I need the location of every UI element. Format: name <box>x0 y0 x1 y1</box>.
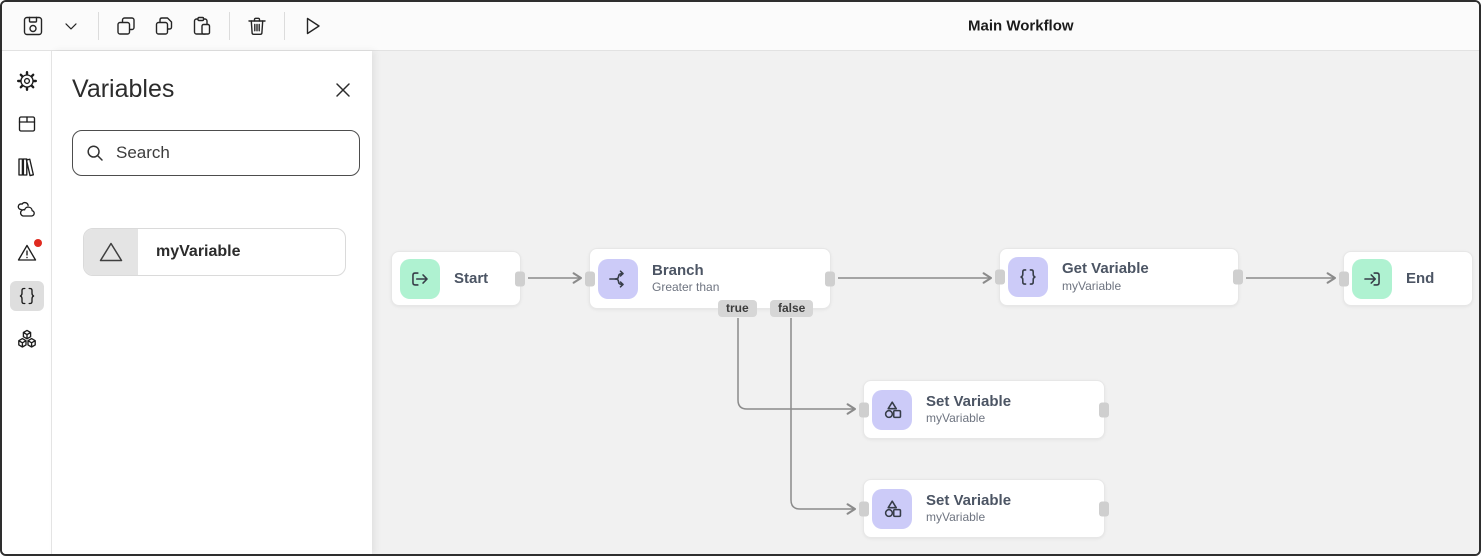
save-icon <box>23 16 43 36</box>
input-port[interactable] <box>995 269 1005 285</box>
delete-icon <box>248 17 266 36</box>
output-port[interactable] <box>825 271 835 286</box>
node-set-variable-false[interactable]: Set Variable myVariable <box>859 479 1109 538</box>
output-port[interactable] <box>1233 269 1243 285</box>
output-port[interactable] <box>1099 402 1109 417</box>
save-button[interactable] <box>17 10 49 42</box>
edge-branch-true <box>737 318 857 415</box>
end-icon <box>1352 258 1392 299</box>
curly-braces-icon <box>1008 257 1048 297</box>
node-title: Get Variable <box>1062 260 1149 278</box>
branch-false-port[interactable]: false <box>770 300 814 317</box>
curly-braces-icon <box>19 287 34 305</box>
rail-item-settings[interactable] <box>10 66 44 96</box>
search-box <box>72 130 360 176</box>
node-title: Set Variable <box>926 392 1012 410</box>
variable-type-badge <box>84 229 138 275</box>
input-port[interactable] <box>1339 271 1349 286</box>
toolbar-separator <box>229 12 230 40</box>
run-icon <box>306 17 320 35</box>
rail-item-library[interactable] <box>10 152 44 182</box>
variable-name: myVariable <box>156 243 241 260</box>
node-title: End <box>1406 269 1435 287</box>
duplicate-icon <box>117 17 135 35</box>
chevron-down-icon <box>65 23 77 30</box>
node-subtitle: myVariable <box>926 411 986 426</box>
panel-close-button[interactable] <box>332 80 354 102</box>
edge-branch-false <box>790 318 857 515</box>
rail-item-cloud[interactable] <box>10 195 44 225</box>
node-title: Branch <box>652 261 704 279</box>
copy-button[interactable] <box>148 10 180 42</box>
node-title: Set Variable <box>926 491 1012 509</box>
close-icon <box>336 83 350 97</box>
panel-title: Variables <box>72 75 175 103</box>
node-end[interactable]: End <box>1339 251 1473 306</box>
library-icon <box>17 158 34 177</box>
search-icon <box>87 145 103 161</box>
input-port[interactable] <box>859 402 869 417</box>
triangle-icon <box>99 242 123 262</box>
blocks-icon <box>17 329 36 348</box>
toolbar-separator <box>98 12 99 40</box>
left-icon-rail <box>2 51 52 554</box>
delete-button[interactable] <box>241 10 273 42</box>
node-subtitle: myVariable <box>1062 278 1122 293</box>
rail-item-blocks[interactable] <box>10 324 44 354</box>
copy-icon <box>155 17 173 35</box>
rail-item-toolbox[interactable] <box>10 109 44 139</box>
toolbar-separator <box>284 12 285 40</box>
variables-panel: Variables myVariable <box>52 51 372 554</box>
shapes-icon <box>872 389 912 430</box>
node-start[interactable]: Start <box>391 251 525 306</box>
workflow-canvas[interactable]: Start Branch Greater than <box>372 51 1479 554</box>
input-port[interactable] <box>859 501 869 516</box>
warning-badge <box>33 239 42 247</box>
save-options-button[interactable] <box>55 10 87 42</box>
node-subtitle: Greater than <box>652 280 720 295</box>
paste-icon <box>193 16 211 35</box>
input-port[interactable] <box>585 271 595 286</box>
node-set-variable-true[interactable]: Set Variable myVariable <box>859 380 1109 439</box>
node-get-variable[interactable]: Get Variable myVariable <box>995 248 1243 306</box>
cloud-icon <box>17 202 35 217</box>
variable-list-item[interactable]: myVariable <box>83 228 346 276</box>
output-port[interactable] <box>1099 501 1109 516</box>
start-icon <box>400 258 440 299</box>
workflow-title: Main Workflow <box>968 17 1074 35</box>
paste-button[interactable] <box>186 10 218 42</box>
branch-icon <box>598 258 638 299</box>
shapes-icon <box>872 488 912 529</box>
run-button[interactable] <box>296 10 328 42</box>
node-title: Start <box>454 269 489 287</box>
search-input[interactable] <box>114 142 347 164</box>
warning-triangle-icon <box>17 244 36 261</box>
branch-true-port[interactable]: true <box>718 300 757 317</box>
settings-icon <box>16 71 37 91</box>
rail-item-warnings[interactable] <box>10 238 44 268</box>
node-subtitle: myVariable <box>926 510 986 525</box>
duplicate-button[interactable] <box>110 10 142 42</box>
toolbox-icon <box>18 116 35 132</box>
node-branch[interactable]: Branch Greater than true false <box>585 248 835 317</box>
top-toolbar: Main Workflow <box>2 2 1479 51</box>
rail-item-variables[interactable] <box>9 281 44 311</box>
output-port[interactable] <box>515 271 525 286</box>
